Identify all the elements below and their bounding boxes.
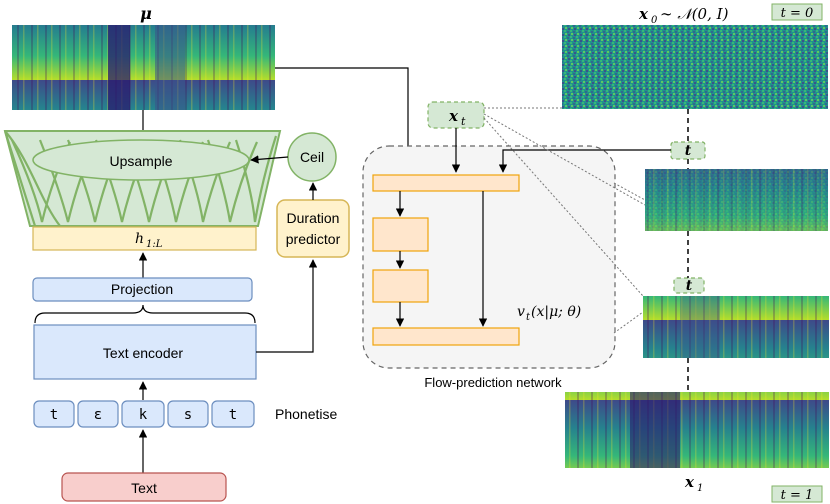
phoneme-label: ɛ (94, 407, 102, 423)
phoneme-box (77, 400, 119, 428)
t1-badge-label: t = 1 (781, 488, 814, 503)
x0-subscript: 0 (651, 15, 658, 26)
phonetise-label: Phonetise (275, 406, 337, 422)
t1-badge (771, 485, 823, 503)
x1-label: x (684, 473, 695, 491)
flow-layer-mid-2 (372, 269, 429, 303)
xt-label: x (448, 107, 459, 125)
phoneme-label: k (139, 407, 148, 423)
vt-args: (x|μ; θ) (531, 304, 581, 320)
xt-subscript: t (461, 115, 466, 128)
duration-predictor-label-1: Duration (287, 210, 340, 226)
projection-label: Projection (111, 281, 173, 297)
text-encoder-box (33, 324, 257, 380)
h-subscript: 1:L (146, 239, 163, 250)
text-input-box (61, 472, 227, 502)
phoneme-box (121, 400, 165, 428)
flow-layer-mid-1 (372, 217, 429, 252)
text-input-label: Text (131, 480, 157, 496)
x0-noise-spectrogram (562, 25, 828, 109)
flow-layer-top (372, 174, 520, 192)
h-label: h (135, 231, 144, 247)
t-label-2: t (686, 278, 693, 294)
mu-spectrogram (12, 25, 275, 110)
phoneme-label: t (229, 407, 237, 423)
upsample-node (32, 139, 250, 181)
phoneme-box (211, 400, 255, 428)
x0-distribution: ∼ 𝒩(0, I) (660, 5, 729, 23)
duration-predictor-label-2: predictor (286, 231, 341, 247)
flow-network-label: Flow-prediction network (424, 375, 562, 390)
t0-badge (771, 3, 823, 21)
x1-spectrogram (565, 392, 829, 468)
projection-box (32, 277, 253, 302)
flow-layer-bottom (372, 327, 520, 346)
x0-label: x (638, 5, 649, 23)
vt-label: v (517, 304, 525, 320)
intermediate-spectrogram-2 (643, 296, 829, 358)
ceil-label: Ceil (300, 149, 324, 165)
t-to-flow-arrow (498, 149, 671, 173)
duration-predictor-box (276, 199, 350, 258)
phoneme-row: t ɛ k s t (33, 400, 255, 428)
ceil-to-upsample-arrow (250, 155, 289, 164)
phoneme-label: s (184, 407, 192, 423)
t-label: t (685, 143, 692, 159)
vt-subscript: t (526, 312, 531, 323)
upsample-label: Upsample (109, 153, 172, 169)
phoneme-label: t (50, 407, 58, 423)
flow-network-container (362, 145, 616, 369)
h-block (32, 226, 257, 251)
text-encoder-label: Text encoder (103, 345, 183, 361)
intermediate-spectrogram-1 (645, 169, 828, 231)
guide-lines (483, 107, 646, 334)
phoneme-box (167, 400, 209, 428)
phoneme-box (33, 400, 75, 428)
x1-subscript: 1 (697, 483, 703, 494)
mu-label: μ (140, 4, 152, 23)
encoder-to-duration-arrow (256, 259, 318, 353)
t-node-2 (673, 277, 705, 294)
encoder-brace (34, 304, 256, 324)
t0-badge-label: t = 0 (781, 6, 814, 21)
mu-to-flow-arrow (275, 67, 413, 173)
